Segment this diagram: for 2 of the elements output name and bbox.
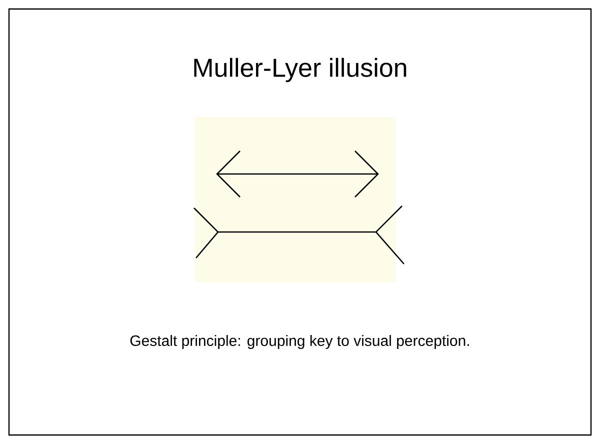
title: Muller-Lyer illusion [194, 58, 406, 82]
caption: Gestalt principle: grouping key to visual perception. [130, 335, 469, 349]
